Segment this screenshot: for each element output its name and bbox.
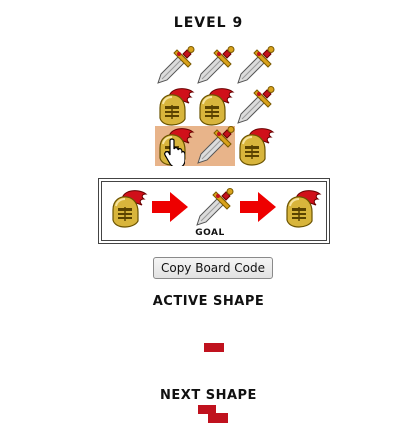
shape-block [204, 343, 224, 352]
next-shape-title: NEXT SHAPE [160, 388, 257, 403]
knight-helmet-icon [239, 127, 274, 166]
board-cell[interactable] [235, 46, 275, 86]
shape-block [208, 413, 228, 423]
active-shape-title: ACTIVE SHAPE [152, 294, 265, 309]
copy-board-code-button[interactable]: Copy Board Code [153, 257, 273, 279]
sword-icon [237, 86, 275, 124]
goal-label: GOAL [195, 228, 225, 238]
level-title: LEVEL 9 [173, 15, 244, 31]
board-cell[interactable] [195, 46, 235, 86]
knight-helmet-icon [286, 189, 321, 228]
sword-icon [157, 46, 195, 84]
shape-block [198, 405, 216, 414]
knight-helmet-icon [159, 87, 194, 126]
sword-icon [197, 126, 235, 164]
goal-panel: GOAL [98, 178, 330, 244]
knight-helmet-icon [199, 87, 234, 126]
board-cell[interactable] [155, 86, 195, 126]
arrow-right-icon [240, 192, 276, 222]
board-cell[interactable] [195, 86, 235, 126]
sword-icon [197, 46, 235, 84]
sword-icon [237, 46, 275, 84]
board-cell[interactable] [235, 86, 275, 126]
board-cell-highlighted[interactable] [155, 126, 195, 166]
board-cell[interactable] [235, 126, 275, 166]
sword-icon [196, 188, 234, 226]
knight-helmet-icon [112, 189, 147, 228]
arrow-right-icon [152, 192, 188, 222]
board-cell[interactable] [155, 46, 195, 86]
knight-helmet-icon [159, 127, 194, 166]
board-cell-highlighted[interactable] [195, 126, 235, 166]
